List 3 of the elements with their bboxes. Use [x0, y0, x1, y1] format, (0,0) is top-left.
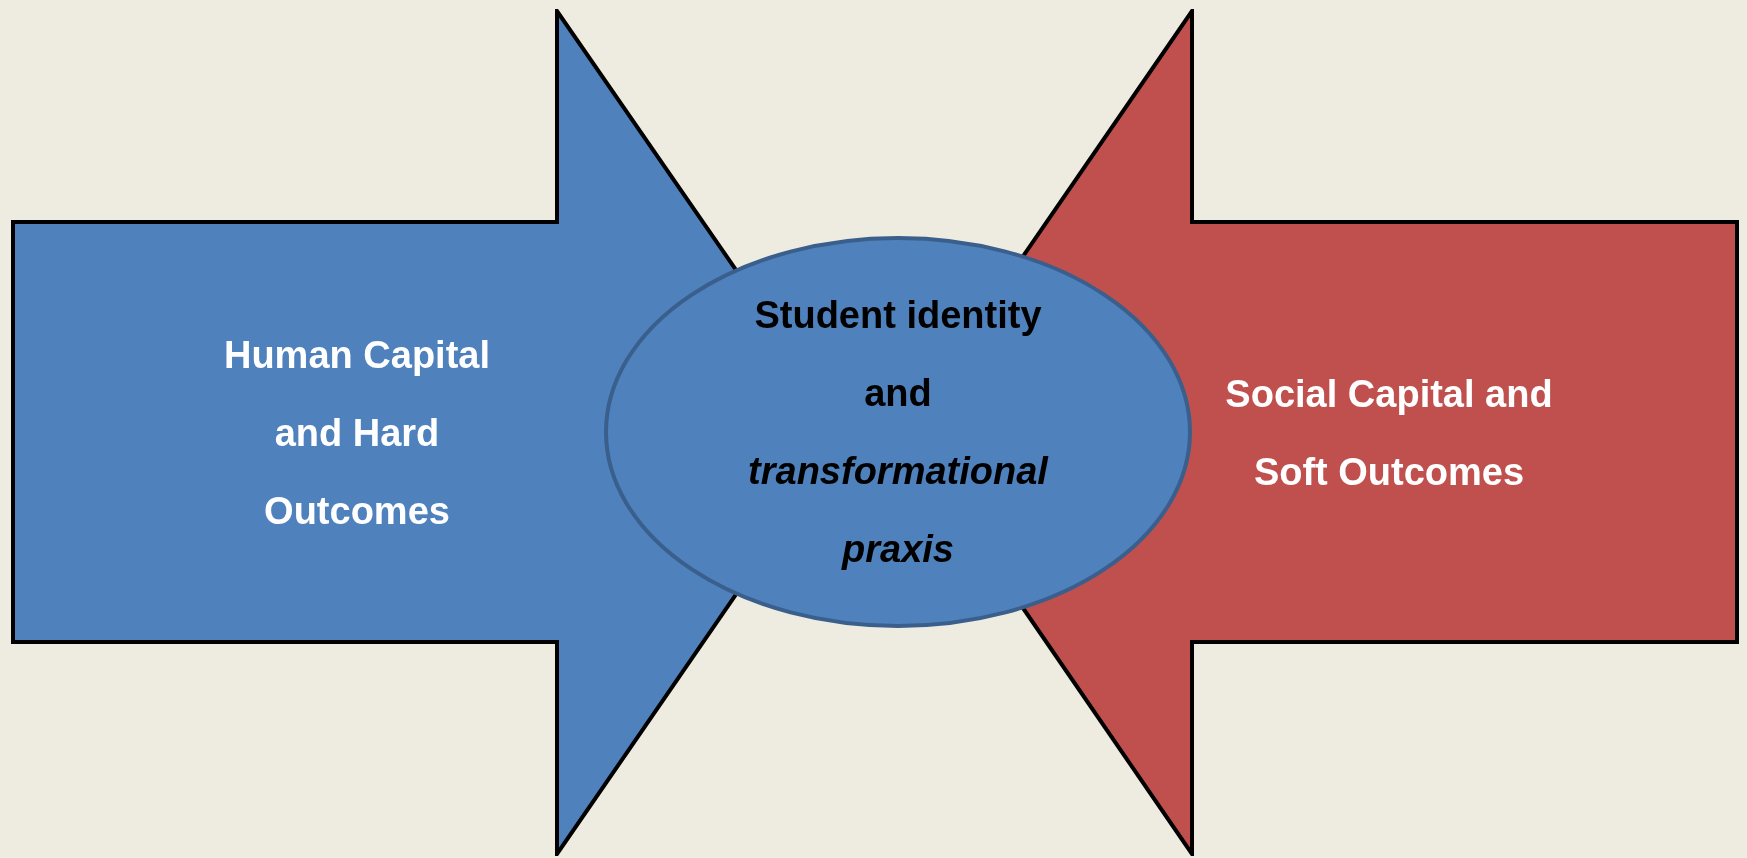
- shape-label: Social Capital and Soft Outcomes: [1224, 371, 1554, 495]
- shape-label: Human Capital and Hard Outcomes: [222, 332, 491, 534]
- shape-label: Student identity and transformational praxis: [747, 293, 1050, 572]
